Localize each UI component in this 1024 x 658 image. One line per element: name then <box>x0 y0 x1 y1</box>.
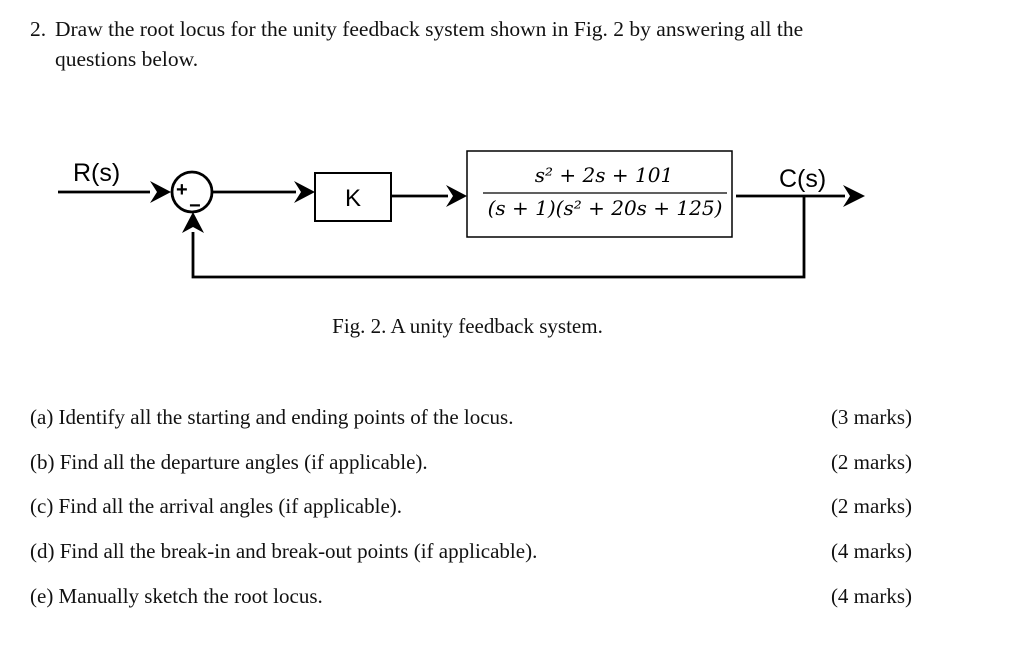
question-number: 2. <box>30 17 47 41</box>
feedback-path <box>191 196 806 279</box>
transfer-function-denominator: (s + 1)(s² + 20s + 125) <box>488 196 723 220</box>
question-line-1-text: Draw the root locus for the unity feedba… <box>55 17 804 41</box>
part-marks: (4 marks) <box>830 583 912 608</box>
question-line-1: 2. Draw the root locus for the unity feed… <box>30 14 930 44</box>
part-e: (e) Manually sketch the root locus. (4 m… <box>30 579 912 624</box>
part-label: (c) Find all the arrival angles (if appl… <box>30 494 403 519</box>
output-label: C(s) <box>779 165 826 193</box>
gain-label: K <box>345 185 361 212</box>
feedback-arrowhead <box>182 212 204 233</box>
part-label: (d) Find all the break-in and break-out … <box>30 539 538 564</box>
part-c: (c) Find all the arrival angles (if appl… <box>30 489 912 534</box>
input-label: R(s) <box>73 159 120 187</box>
plant-block <box>466 150 733 238</box>
part-label: (b) Find all the departure angles (if ap… <box>30 449 428 474</box>
input-arrowhead <box>150 181 171 203</box>
part-marks: (3 marks) <box>830 405 912 429</box>
figure-caption: Fig. 2. A unity feedback system. <box>332 314 603 338</box>
transfer-function-numerator: s² + 2s + 101 <box>535 163 673 187</box>
gain-input-arrowhead <box>294 181 315 203</box>
sum-minus-sign: − <box>189 195 201 217</box>
part-label: (a) Identify all the starting and ending… <box>30 405 514 429</box>
part-marks: (2 marks) <box>830 449 912 474</box>
part-b: (b) Find all the departure angles (if ap… <box>30 445 912 490</box>
part-marks: (2 marks) <box>830 494 912 519</box>
part-marks: (4 marks) <box>830 539 912 564</box>
sum-plus-sign: + <box>176 179 188 201</box>
question-parts: (a) Identify all the starting and ending… <box>30 400 912 623</box>
part-d: (d) Find all the break-in and break-out … <box>30 534 912 579</box>
part-label: (e) Manually sketch the root locus. <box>30 583 323 608</box>
output-arrowhead <box>843 185 865 207</box>
question-line-2: questions below. <box>55 47 199 71</box>
plant-input-arrowhead <box>446 185 467 207</box>
part-a: (a) Identify all the starting and ending… <box>30 400 912 445</box>
question-text: 2. Draw the root locus for the unity feed… <box>30 14 930 74</box>
